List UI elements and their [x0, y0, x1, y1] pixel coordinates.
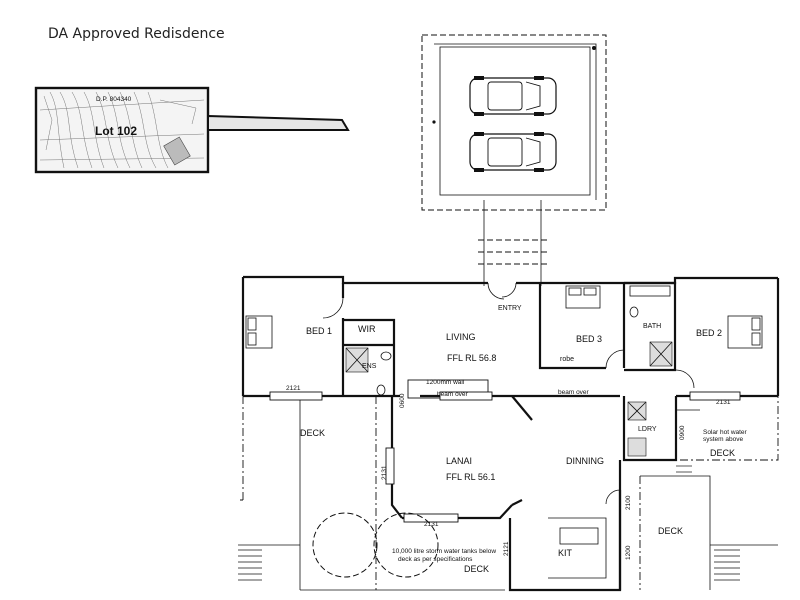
decks — [238, 396, 779, 591]
room-labels: BED 1 WIR ENS LIVING FFL RL 56.8 ENTRY B… — [300, 305, 735, 574]
dim-2131-left: 2131 — [381, 465, 388, 480]
room-kit: KIT — [558, 548, 573, 558]
dp-label: D.P. 804340 — [96, 96, 132, 103]
room-bed2: BED 2 — [696, 328, 722, 338]
access-handle — [207, 114, 350, 131]
living-level: FFL RL 56.8 — [447, 353, 496, 363]
windows — [269, 379, 741, 523]
room-deck-right: DECK — [658, 526, 683, 536]
room-bed1: BED 1 — [306, 326, 332, 336]
room-deck-bottom: DECK — [464, 564, 489, 574]
note-tanks-1: 10,000 litre storm water tanks below — [392, 548, 496, 555]
room-ldry: LDRY — [638, 426, 657, 433]
room-wir: WIR — [358, 324, 376, 334]
room-dinning: DINNING — [566, 456, 604, 466]
room-entry: ENTRY — [498, 305, 522, 312]
lanai-level: FFL RL 56.1 — [446, 472, 495, 482]
dimension-labels: 2121 0600 2131 0900 2131 2131 2121 2100 … — [286, 385, 731, 560]
entry-path — [478, 200, 548, 286]
room-bed3: BED 3 — [576, 334, 602, 344]
drawing-notes: 1200mm wall beam over beam over Solar ho… — [392, 379, 748, 563]
bed-icon — [565, 285, 601, 309]
dim-0600: 0600 — [399, 393, 406, 408]
water-tank — [373, 512, 439, 578]
water-tank — [312, 512, 378, 578]
lot-label: Lot 102 — [95, 124, 137, 138]
site-contours — [39, 91, 205, 169]
dim-2131-bottom: 2131 — [424, 521, 439, 528]
room-lanai: LANAI — [446, 456, 472, 466]
drawing-title: DA Approved Redisdence — [48, 26, 225, 42]
room-living: LIVING — [446, 332, 476, 342]
room-ens: ENS — [362, 363, 377, 370]
note-1200mm-wall: 1200mm wall — [426, 379, 465, 386]
room-robe: robe — [560, 356, 574, 363]
dim-2121-kit: 2121 — [503, 541, 510, 556]
house-walls — [241, 275, 780, 592]
garage — [421, 34, 607, 211]
site-plan-inset: Lot 102 D.P. 804340 — [34, 86, 350, 174]
note-solar-2: system above — [703, 436, 743, 443]
room-deck-left: DECK — [300, 428, 325, 438]
note-tanks-2: deck as per specifications — [398, 556, 473, 563]
dim-2131-top: 2131 — [716, 399, 731, 406]
note-solar-1: Solar hot water — [703, 429, 748, 436]
note-beam-over-1: beam over — [437, 391, 469, 398]
site-structure — [163, 136, 191, 166]
note-beam-over-2: beam over — [558, 389, 590, 396]
room-bath: BATH — [643, 323, 661, 330]
garage-outline-dashed — [421, 34, 607, 211]
dim-2121-bed1: 2121 — [286, 385, 301, 392]
ensuite-fixtures — [345, 347, 392, 396]
dim-0900: 0900 — [679, 425, 686, 440]
bed-icon — [727, 315, 763, 349]
steps — [238, 465, 740, 581]
dim-2100: 2100 — [625, 495, 632, 510]
bath-fixtures — [629, 306, 673, 367]
dim-1200: 1200 — [625, 545, 632, 560]
bed-icon — [245, 315, 273, 349]
car-icon — [469, 132, 557, 172]
ldry-fixtures — [627, 401, 647, 457]
car-icon — [469, 76, 557, 116]
room-deck-right-top: DECK — [710, 448, 735, 458]
garage-slab — [439, 46, 591, 196]
